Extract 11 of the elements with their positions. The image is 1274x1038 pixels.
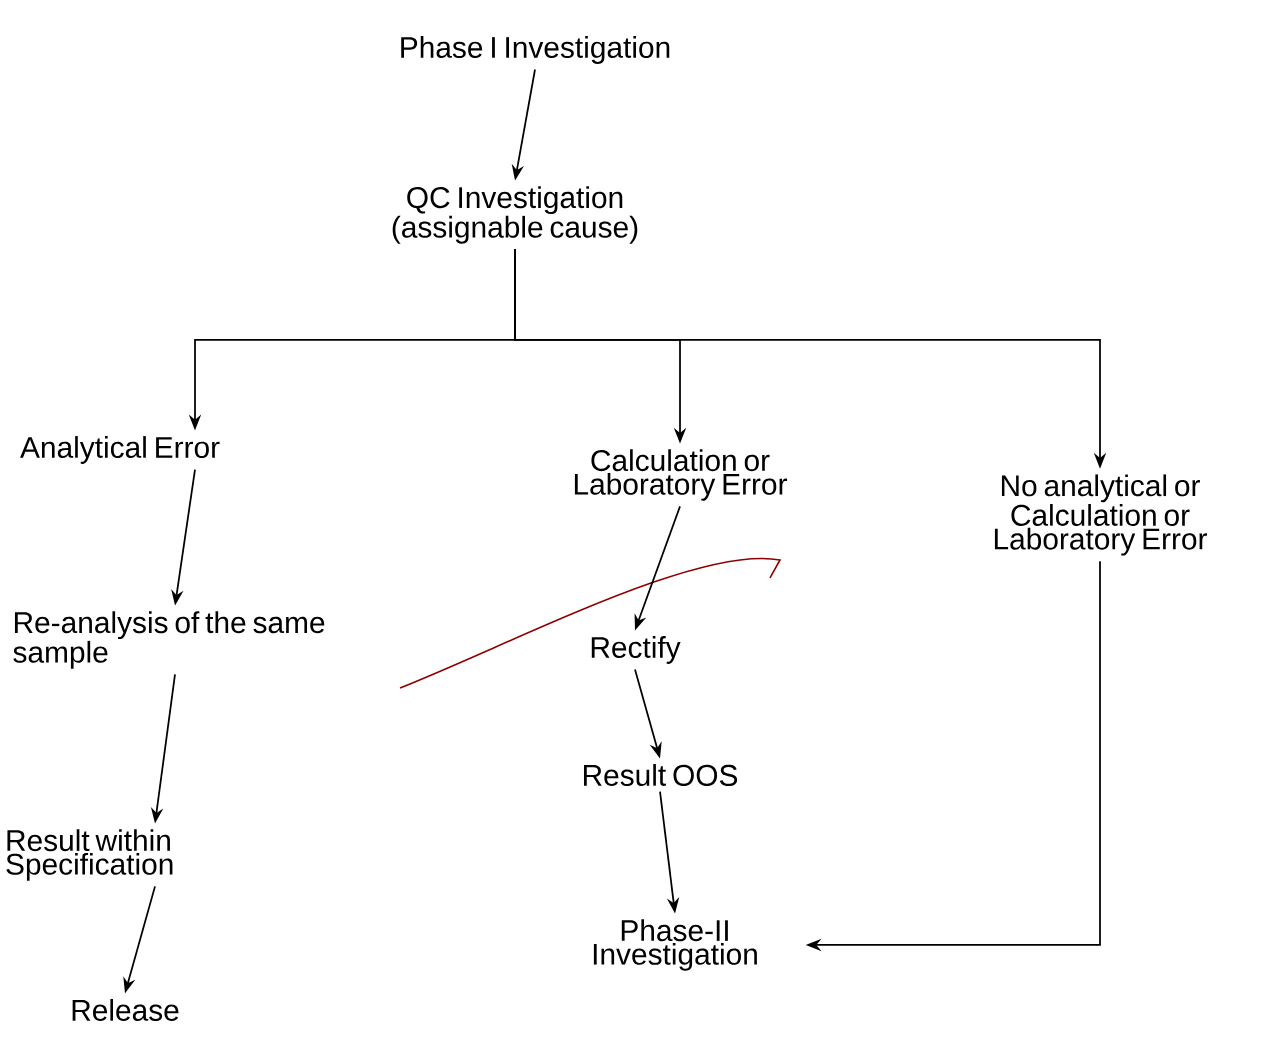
flow-step: Calculation or Laboratory Error (574, 449, 787, 501)
flow-step: Phase-II Investigation (593, 919, 757, 971)
flow-step: Result within Specification (6, 829, 173, 881)
flow-step: Re-analysis of the same sample (13, 611, 325, 669)
flow-step: Phase I Investigation (401, 36, 670, 64)
flow-step: QC Investigation (assignable cause) (392, 186, 638, 244)
flow-step: Result OOS (584, 764, 738, 786)
flow-step: No analytical or Calculation or Laboratory Error (994, 474, 1207, 556)
flow-step: Analytical Error (20, 436, 220, 464)
flow-step: Rectify (591, 636, 681, 664)
flow-step: Release (72, 999, 179, 1021)
